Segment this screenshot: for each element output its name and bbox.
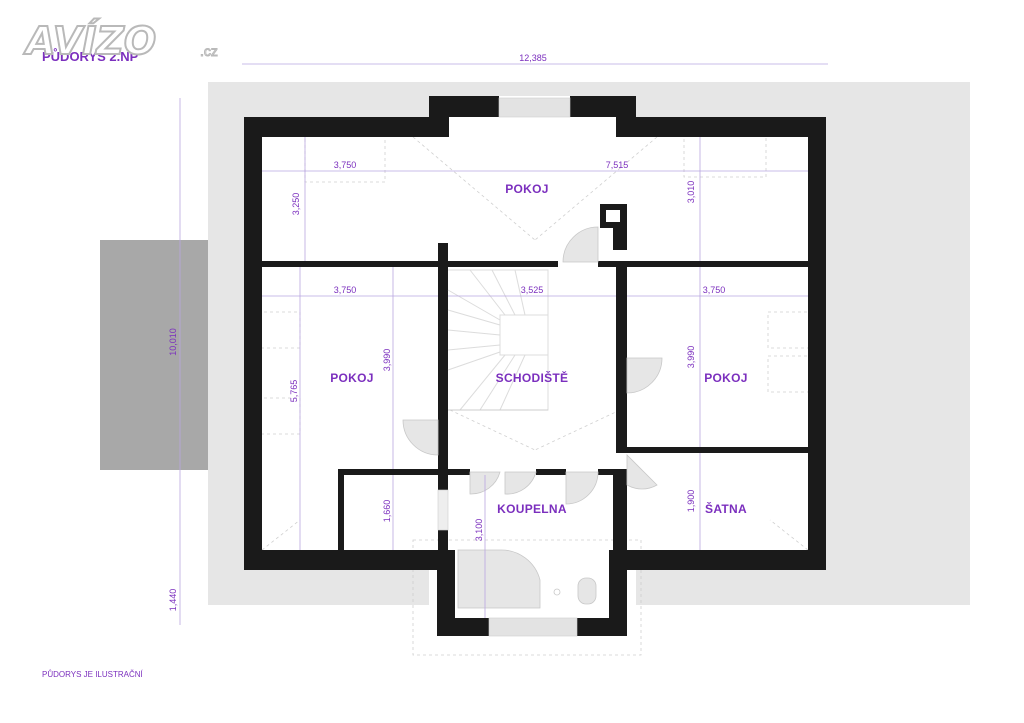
room-label-koupelna: KOUPELNA [497, 502, 567, 516]
dim-overall-width: 12,385 [519, 53, 547, 63]
dim-left-room-inner-height: 3,990 [382, 349, 392, 372]
dim-bath-height: 3,100 [474, 519, 484, 542]
dim-mid-center-width: 3,525 [521, 285, 544, 295]
logo-brand: AVÍZO [23, 19, 156, 63]
room-label-pokoj-top: POKOJ [505, 182, 549, 196]
disclaimer: PŮDORYS JE ILUSTRAČNÍ [42, 670, 144, 679]
dim-mid-right-width: 3,750 [703, 285, 726, 295]
dim-top-right-width: 7,515 [606, 160, 629, 170]
dimension-lines [179, 63, 828, 625]
dim-top-left-width: 3,750 [334, 160, 357, 170]
plan-title: PŮDORYS 2.NP [42, 48, 139, 64]
bathroom-fixtures [457, 549, 597, 609]
dim-lower: 1,440 [168, 589, 178, 612]
doors [402, 226, 663, 505]
room-label-pokoj-right: POKOJ [704, 371, 748, 385]
dim-mid-left-width: 3,750 [334, 285, 357, 295]
logo-suffix: .cz [200, 43, 218, 59]
chimney [606, 210, 620, 222]
room-label-pokoj-left: POKOJ [330, 371, 374, 385]
dim-top-right-height: 3,010 [686, 181, 696, 204]
terrace [100, 240, 208, 470]
room-label-satna: ŠATNA [705, 501, 747, 516]
dim-satna-height: 1,900 [686, 490, 696, 513]
windows [437, 97, 578, 637]
staircase [447, 269, 549, 411]
avizo-logo: AVÍZO .cz [22, 18, 218, 64]
walls [244, 96, 826, 636]
dim-overall-height: 10,010 [168, 328, 178, 356]
dim-top-left-height: 3,250 [291, 193, 301, 216]
dim-left-room-height: 5,765 [289, 380, 299, 403]
dim-right-room-height: 3,990 [686, 346, 696, 369]
room-label-schodiste: SCHODIŠTĚ [496, 370, 569, 385]
dim-small-room-height: 1,660 [382, 500, 392, 523]
